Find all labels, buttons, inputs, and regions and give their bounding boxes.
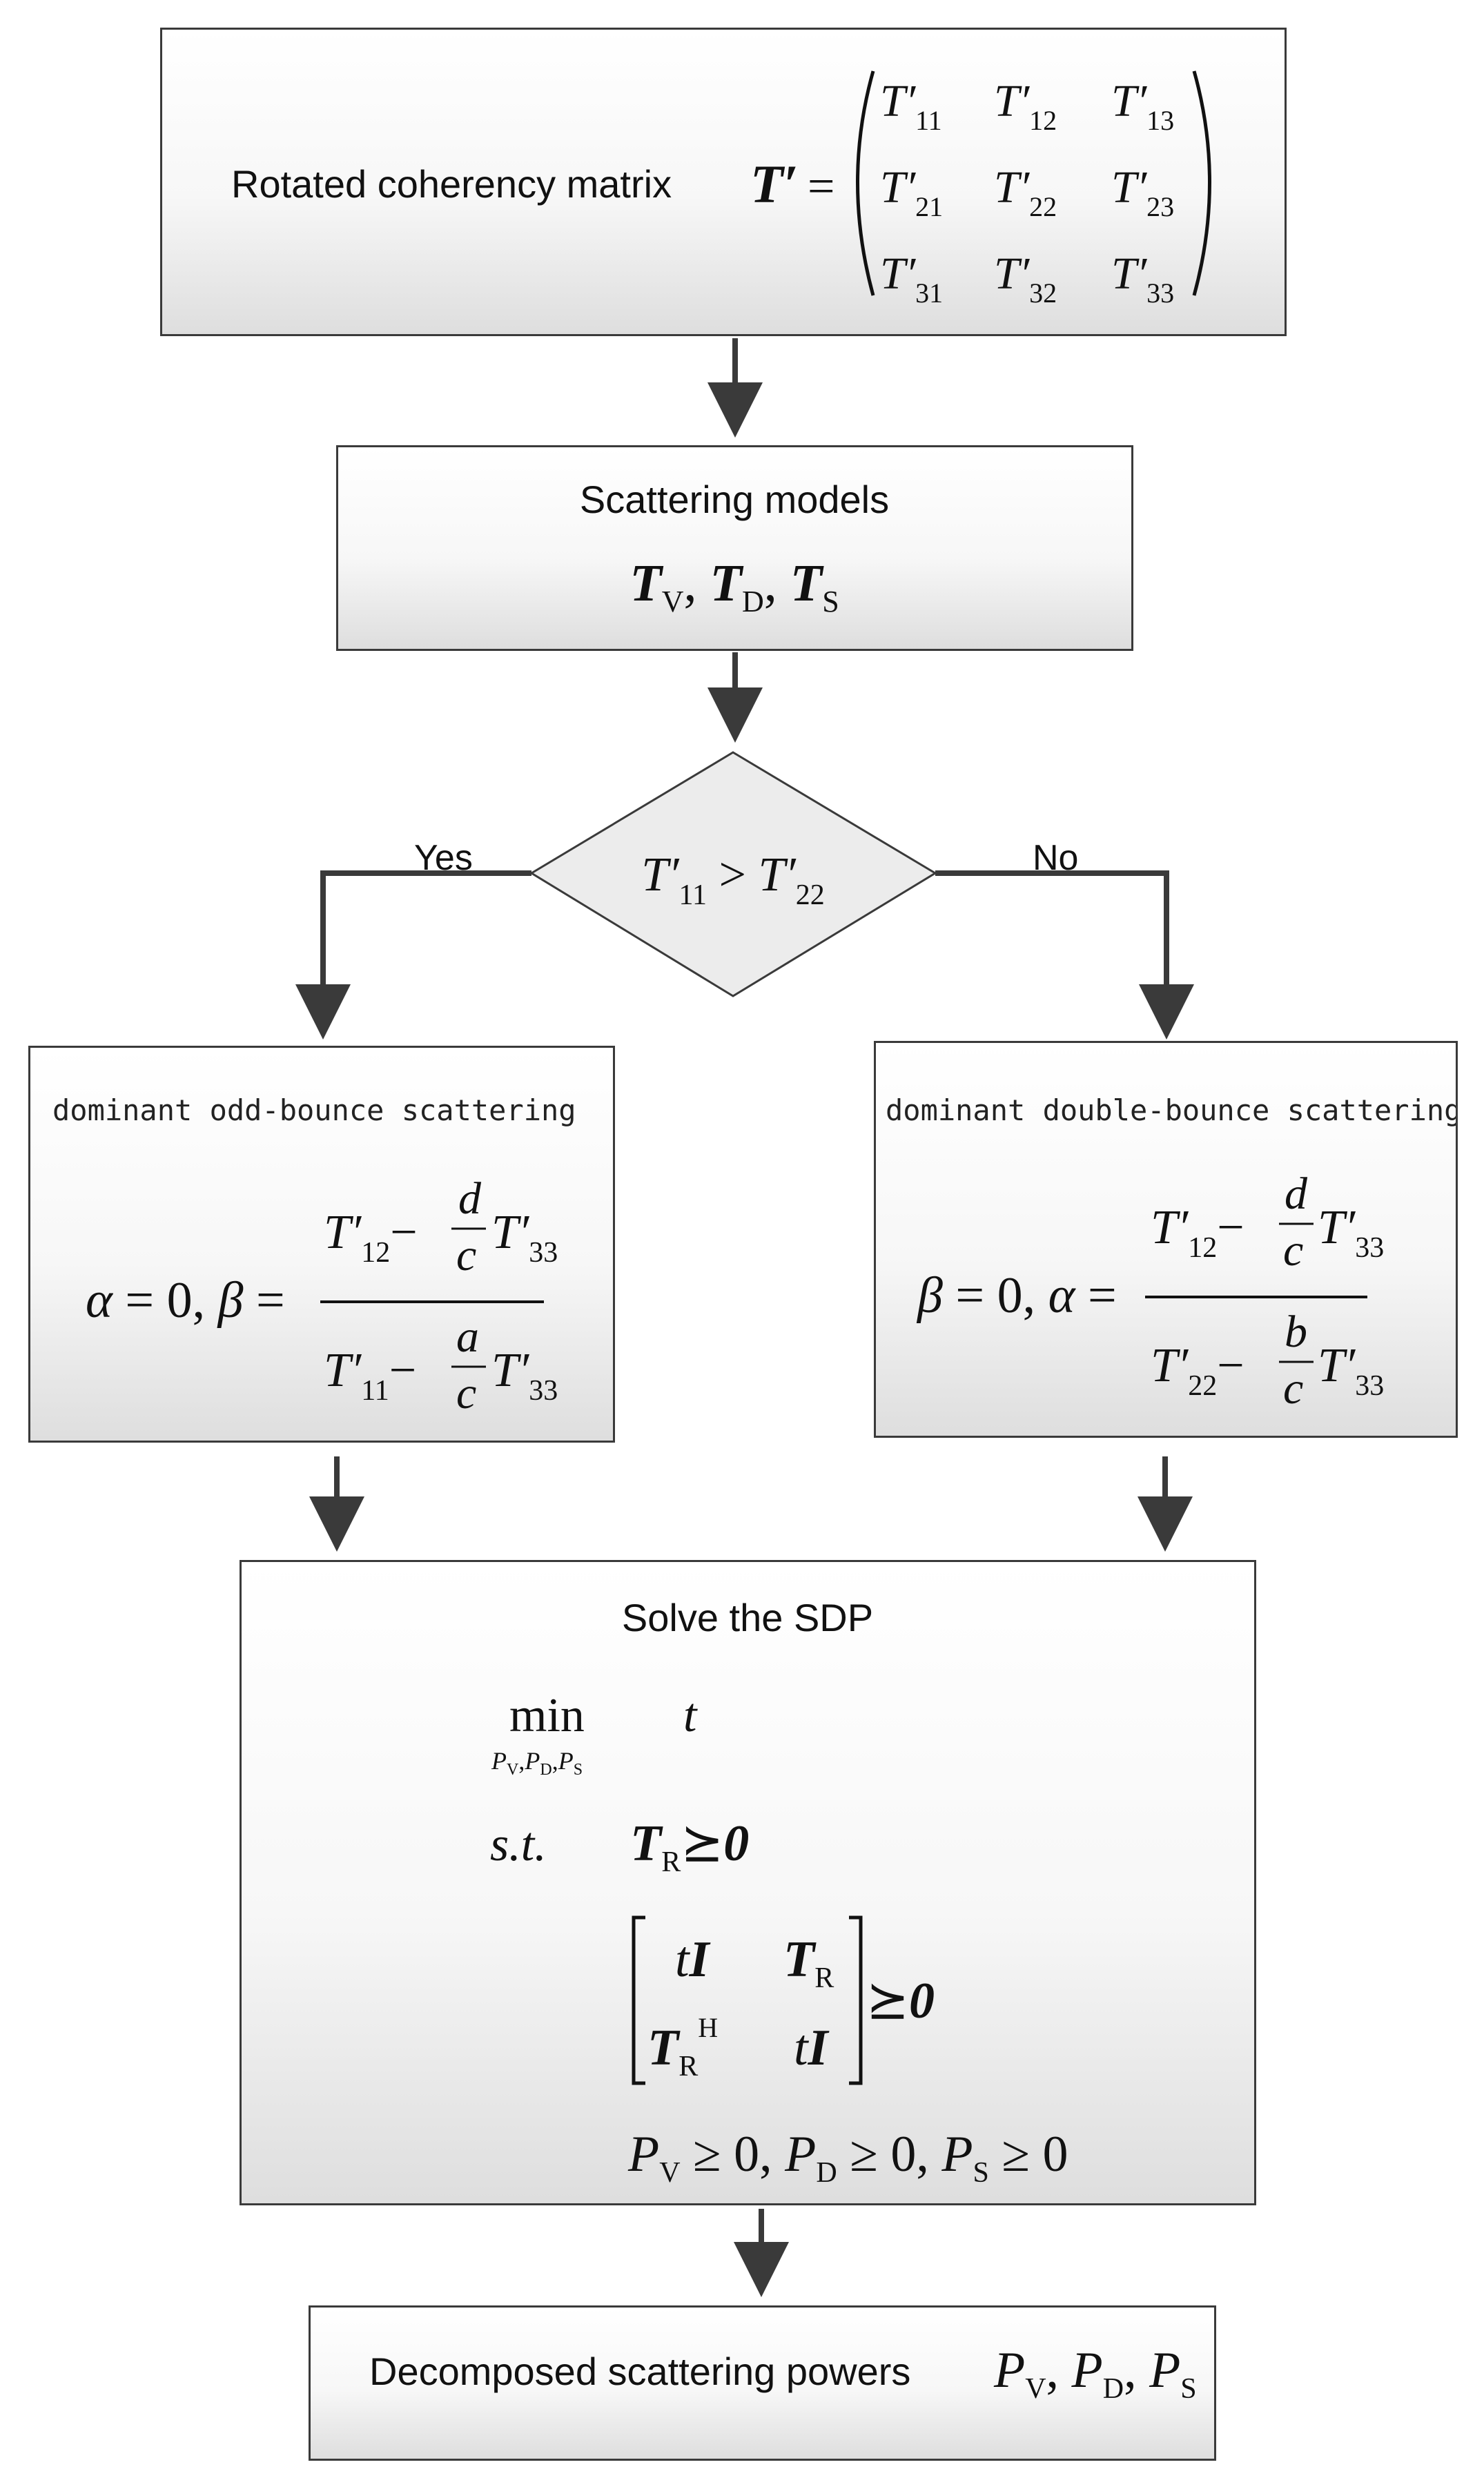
double-denominator: T′22− [1151, 1339, 1244, 1402]
models-formula: TV, TD, TS [629, 554, 839, 618]
matrix-entry-23: T′23 [1111, 162, 1174, 222]
sdp-objective-sub: PV,PD,PS [491, 1747, 583, 1779]
rotated-equals: = [808, 160, 834, 213]
decision-condition: T′11 > T′22 [641, 848, 824, 911]
sdp-label: Solve the SDP [622, 1596, 873, 1639]
odd-den-c: c [456, 1368, 476, 1418]
yes-label: Yes [414, 838, 473, 878]
no-label: No [1033, 838, 1078, 878]
connector-lines [295, 338, 1194, 2297]
odd-num-c: c [456, 1230, 476, 1280]
matrix-entry-22: T′22 [994, 162, 1057, 222]
double-den-c: c [1283, 1363, 1303, 1414]
rotated-symbol: T′ [750, 154, 799, 214]
odd-den-t33: T′33 [491, 1344, 558, 1407]
matrix-entry-32: T′32 [994, 248, 1057, 309]
odd-den-a: a [456, 1311, 479, 1362]
final-label: Decomposed scattering powers [369, 2350, 910, 2393]
models-content: Scattering models TV, TD, TS [580, 478, 889, 618]
matrix-right-paren [1192, 70, 1211, 296]
lmi-right-bracket [849, 1915, 863, 2085]
matrix-entries: T′11 T′12 T′13 T′21 T′22 T′23 T′31 T′32 … [880, 76, 1174, 309]
matrix-entry-12: T′12 [994, 76, 1057, 136]
double-numerator: T′12− [1151, 1201, 1244, 1264]
matrix-entry-21: T′21 [880, 162, 943, 222]
odd-label: dominant odd-bounce scattering [52, 1093, 576, 1127]
double-lhs: β = 0, α = [916, 1267, 1117, 1324]
matrix-left-paren [856, 70, 875, 296]
sdp-st: s.t. [490, 1818, 547, 1871]
sdp-objective-op: min [509, 1689, 585, 1742]
sdp-constraint-3: PV ≥ 0, PD ≥ 0, PS ≥ 0 [627, 2126, 1068, 2189]
odd-content: dominant odd-bounce scattering α = 0, β … [52, 1093, 576, 1418]
double-den-t33: T′33 [1318, 1339, 1384, 1402]
matrix-entry-13: T′13 [1111, 76, 1174, 136]
double-label: dominant double-bounce scattering [886, 1093, 1456, 1127]
scattering-models-box: Scattering models TV, TD, TS [336, 445, 1133, 651]
odd-bounce-box: dominant odd-bounce scattering α = 0, β … [28, 1046, 615, 1443]
solve-sdp-box: Solve the SDP min PV,PD,PS t s.t. TR⪰0 t… [240, 1560, 1256, 2205]
lmi-entry-11: tI [675, 1931, 711, 1988]
odd-num-d: d [458, 1173, 482, 1224]
matrix-entry-31: T′31 [880, 248, 943, 309]
odd-lhs: α = 0, β = [86, 1272, 285, 1329]
double-content: dominant double-bounce scattering β = 0,… [886, 1093, 1456, 1414]
arrow-decision-no [935, 870, 1194, 1040]
lmi-entry-12: TR [783, 1931, 834, 1994]
decision-diamond [529, 751, 937, 997]
final-formula: PV, PD, PS [993, 2342, 1197, 2405]
double-num-c: c [1283, 1225, 1303, 1276]
odd-denominator: T′11− [324, 1344, 416, 1407]
double-den-b: b [1285, 1307, 1307, 1357]
sdp-constraint-1: TR⪰0 [630, 1815, 749, 1878]
double-num-t33: T′33 [1318, 1201, 1384, 1264]
double-bounce-box: dominant double-bounce scattering β = 0,… [874, 1041, 1458, 1438]
final-content: Decomposed scattering powers PV, PD, PS [369, 2342, 1197, 2405]
lmi-left-bracket [632, 1915, 645, 2085]
arrow-decision-yes [295, 870, 531, 1040]
lmi-relation: ⪰0 [866, 1973, 935, 2029]
lmi-entry-21: TRH [647, 2012, 718, 2082]
double-num-d: d [1285, 1169, 1308, 1219]
odd-num-t33: T′33 [491, 1206, 558, 1269]
rotated-label: Rotated coherency matrix [231, 162, 672, 206]
rotated-coherency-box: Rotated coherency matrix T′ = T′11 T′12 … [160, 28, 1287, 336]
models-label: Scattering models [580, 478, 889, 521]
sdp-content: Solve the SDP min PV,PD,PS t s.t. TR⪰0 t… [490, 1596, 1068, 2189]
matrix-entry-33: T′33 [1111, 248, 1174, 309]
decomposed-powers-box: Decomposed scattering powers PV, PD, PS [309, 2305, 1216, 2461]
matrix-entry-11: T′11 [880, 76, 942, 136]
sdp-objective-var: t [683, 1689, 698, 1742]
odd-numerator: T′12− [324, 1206, 418, 1269]
lmi-entry-22: tI [794, 2020, 830, 2076]
rotated-content: Rotated coherency matrix T′ = T′11 T′12 … [231, 70, 1211, 309]
